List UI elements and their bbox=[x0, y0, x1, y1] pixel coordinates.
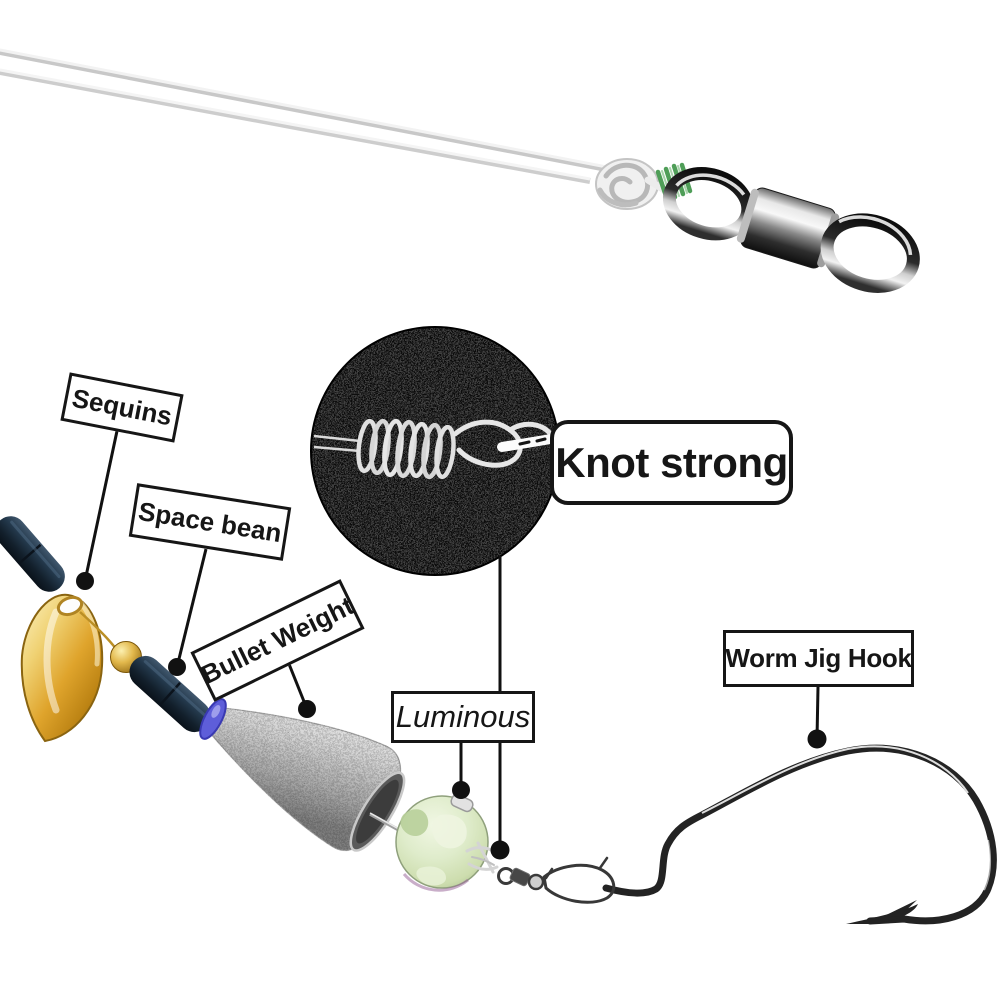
blade-hole bbox=[56, 595, 84, 617]
callout-dot-space-bean bbox=[168, 658, 186, 676]
luminous-bead bbox=[395, 793, 489, 892]
space-bean-upper bbox=[0, 516, 65, 592]
bullet-weight bbox=[205, 706, 406, 852]
barrel-swivel bbox=[662, 167, 920, 293]
snap-swivel bbox=[497, 856, 616, 904]
callout-label-luminous: Luminous bbox=[391, 691, 535, 743]
callout-dot-bullet-weight bbox=[298, 700, 316, 718]
worm-jig-hook bbox=[602, 744, 997, 925]
callout-dot-worm-jig-hook bbox=[807, 729, 827, 749]
hook-point bbox=[846, 904, 918, 924]
callout-dots bbox=[76, 572, 827, 860]
callout-line-sequins bbox=[83, 430, 119, 582]
callout-line-space-bean bbox=[175, 548, 208, 668]
knot-magnifier-circle bbox=[310, 326, 562, 576]
callout-label-worm-jig-hook: Worm Jig Hook bbox=[723, 630, 914, 687]
spinner-blade-sequin bbox=[20, 593, 118, 743]
callout-dot-luminous bbox=[452, 781, 470, 799]
knot-closeup bbox=[313, 418, 562, 480]
callout-dot-sequins bbox=[76, 572, 94, 590]
bullet-ring bbox=[199, 698, 227, 740]
callout-dot-knot-strong bbox=[490, 840, 510, 860]
space-bean-lower bbox=[129, 655, 211, 733]
fishing-line bbox=[0, 48, 613, 184]
hook-barb bbox=[884, 900, 917, 917]
callout-label-knot-strong: Knot strong bbox=[550, 420, 793, 505]
